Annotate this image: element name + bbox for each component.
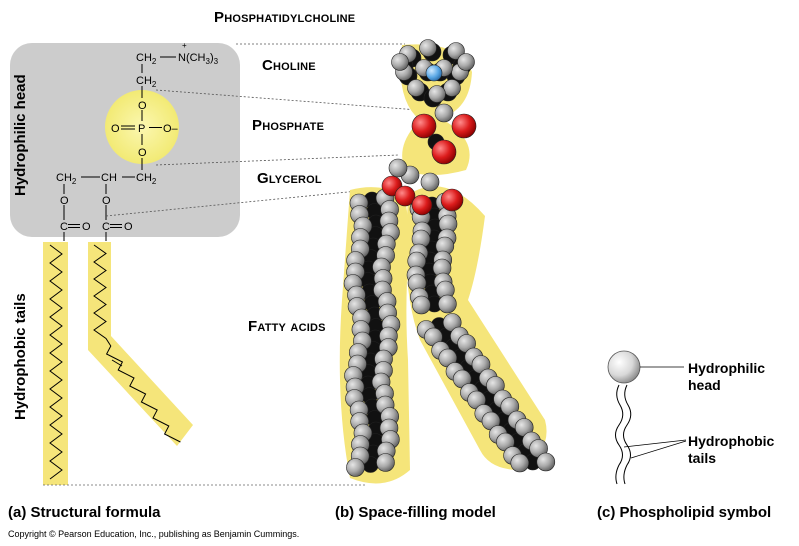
formula-plus-charge: + xyxy=(182,41,187,50)
symbol-label-head: Hydrophilic head xyxy=(688,360,765,394)
saturated-tail-band xyxy=(43,242,68,485)
leader-lines xyxy=(105,43,419,217)
label-choline: Choline xyxy=(262,57,316,74)
structural-formula: CH2 N(CH3)3 + CH2 O O P O– O CH2 CH CH2 … xyxy=(10,41,365,486)
diagram-title: Phosphatidylcholine xyxy=(214,9,356,26)
symbol-tail-left xyxy=(615,384,624,485)
label-hydrophilic-head: Hydrophilic head xyxy=(12,74,29,196)
hydrogen-atom xyxy=(420,172,440,192)
hydrogen-atom xyxy=(419,39,437,57)
caption-phospholipid-symbol: (c) Phospholipid symbol xyxy=(597,504,772,521)
formula-ch2-top: CH xyxy=(136,52,152,64)
hydrogen-atom xyxy=(412,295,431,315)
svg-text:CH2: CH2 xyxy=(136,75,157,89)
formula-o-upper: O xyxy=(138,100,147,112)
oxygen-atom-icon xyxy=(411,194,433,216)
formula-ch2-choline: CH xyxy=(136,75,152,87)
formula-o-ester-right: O xyxy=(102,195,111,207)
hydrogen-atom xyxy=(447,42,465,60)
hydrogen-atom xyxy=(457,53,475,71)
cis-double-bond xyxy=(111,359,123,367)
oxygen-atom-icon xyxy=(411,113,437,139)
svg-text:N(CH3)3: N(CH3)3 xyxy=(178,52,219,66)
oxygen-atom-icon xyxy=(440,188,464,212)
hydrogen-atom xyxy=(391,53,409,71)
hydrogen-atom xyxy=(388,158,408,178)
saturated-tail-chain xyxy=(49,244,63,480)
formula-atoms: CH2 N(CH3)3 + CH2 O O P O– O CH2 CH CH2 … xyxy=(56,41,219,233)
formula-o-double: O xyxy=(111,123,120,135)
formula-ch2-glycerol-right: CH xyxy=(136,172,152,184)
svg-text:CH2: CH2 xyxy=(56,172,77,186)
caption-space-filling-model: (b) Space-filling model xyxy=(335,504,496,521)
hydrogen-atom xyxy=(536,452,556,472)
space-filling-model xyxy=(339,39,556,484)
label-glycerol: Glycerol xyxy=(257,170,322,187)
symbol-label-tails-line1: Hydrophobic xyxy=(688,433,775,449)
hydrogen-atom xyxy=(376,453,395,472)
formula-o-minus: O– xyxy=(163,123,179,135)
phospholipid-symbol xyxy=(607,350,687,485)
unsaturated-tail-chain xyxy=(93,244,181,443)
label-hydrophobic-tails: Hydrophobic tails xyxy=(12,293,29,420)
formula-c-left: C xyxy=(60,221,68,233)
phospholipid-head-icon xyxy=(607,350,641,384)
nitrogen-atom-icon xyxy=(425,64,443,82)
oxygen-atom-icon xyxy=(451,113,477,139)
formula-o-ester-left: O xyxy=(60,195,69,207)
hydrogen-atom xyxy=(407,79,425,97)
symbol-label-head-line1: Hydrophilic xyxy=(688,360,766,376)
hydrogen-atom xyxy=(434,103,454,123)
formula-o-lower: O xyxy=(138,147,147,159)
copyright-notice: Copyright © Pearson Education, Inc., pub… xyxy=(8,529,300,539)
formula-o-carbonyl-right: O xyxy=(124,221,133,233)
label-phosphate: Phosphate xyxy=(252,117,325,134)
formula-o-carbonyl-left: O xyxy=(82,221,91,233)
hydrogen-atom xyxy=(428,85,446,103)
hydrogen-atom xyxy=(443,79,461,97)
hydrogen-atom xyxy=(438,294,457,314)
formula-n-group: N(CH xyxy=(178,52,206,64)
formula-c-right: C xyxy=(102,221,110,233)
symbol-label-tails: Hydrophobic tails xyxy=(688,433,774,467)
formula-ch-glycerol: CH xyxy=(101,172,117,184)
symbol-tail-right xyxy=(623,384,632,485)
hydrogen-atom xyxy=(346,458,365,477)
phosphate-highlight xyxy=(105,90,179,164)
hydrogen-atom xyxy=(510,453,530,473)
symbol-label-head-line2: head xyxy=(688,377,721,393)
model-atoms xyxy=(343,39,556,477)
symbol-label-tails-line2: tails xyxy=(688,450,717,466)
oxygen-atom-icon xyxy=(431,139,457,165)
oxygen-atom-icon xyxy=(394,185,416,207)
svg-text:CH2: CH2 xyxy=(136,52,157,66)
caption-structural-formula: (a) Structural formula xyxy=(8,504,161,521)
formula-p: P xyxy=(138,123,145,135)
svg-text:CH2: CH2 xyxy=(136,172,157,186)
label-fatty-acids: Fatty acids xyxy=(248,318,326,335)
formula-ch2-glycerol-left: CH xyxy=(56,172,72,184)
